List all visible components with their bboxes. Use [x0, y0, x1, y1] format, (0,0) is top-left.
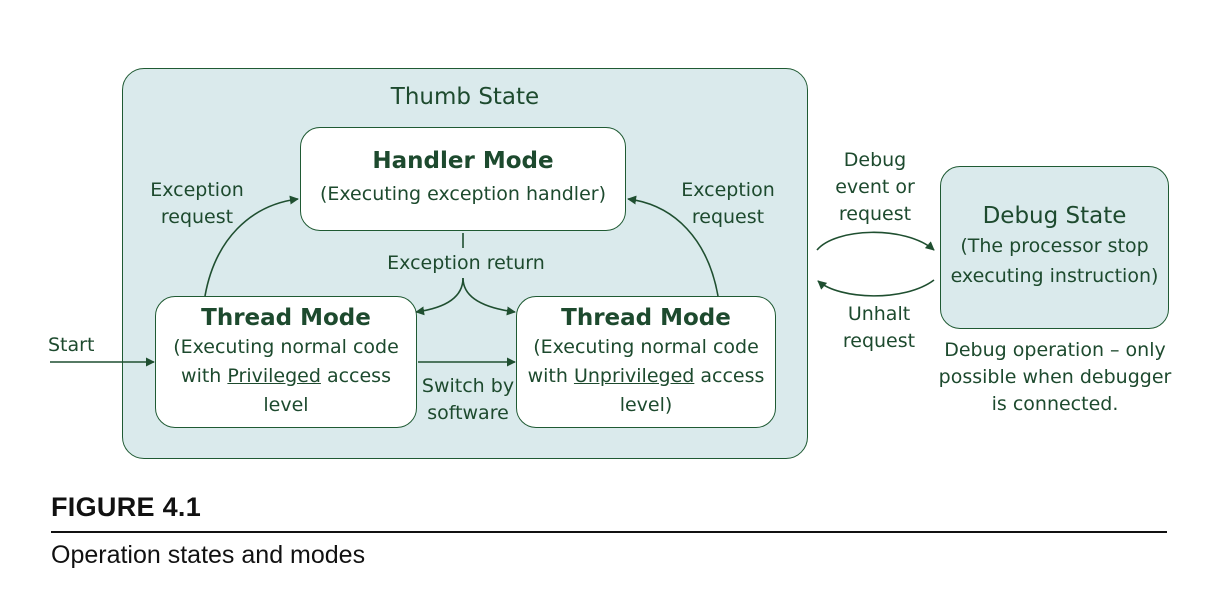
debug-state-title: Debug State [982, 203, 1127, 229]
thread-mode-privileged-line1: (Executing normal code [173, 336, 399, 358]
thumb-state-title: Thumb State [390, 84, 540, 110]
thread-mode-unprivileged-box: Thread Mode (Executing normal code with … [516, 296, 776, 428]
figure-label: FIGURE 4.1 [51, 492, 202, 522]
thread-mode-privileged-title: Thread Mode [201, 305, 371, 331]
thread-mode-unprivileged-line3: level) [619, 394, 673, 416]
thread-mode-unprivileged-line1: (Executing normal code [533, 336, 759, 358]
debug-state-line1: (The processor stop [960, 235, 1149, 257]
privileged-keyword: Privileged [227, 365, 321, 387]
handler-mode-title: Handler Mode [372, 148, 554, 174]
exception-return-label: Exception return [387, 252, 545, 274]
debug-event-label: Debug event or request [835, 149, 915, 225]
exception-request-left-label: Exception request [150, 179, 244, 228]
thread-mode-unprivileged-line2: with Unprivileged access [527, 365, 765, 387]
debug-state-line2: executing instruction) [950, 265, 1159, 287]
unhalt-arrow [817, 279, 935, 297]
unhalt-request-label: Unhalt request [842, 303, 916, 352]
switch-by-software-label: Switch by software [421, 375, 515, 424]
figure-caption: Operation states and modes [51, 541, 366, 569]
debug-state-box: Debug State (The processor stop executin… [940, 166, 1169, 329]
handler-mode-box: Handler Mode (Executing exception handle… [300, 127, 626, 231]
thread-mode-privileged-line3: level [263, 394, 309, 416]
unprivileged-keyword: Unprivileged [573, 365, 695, 387]
handler-mode-desc: (Executing exception handler) [319, 183, 606, 205]
figure-rule [51, 531, 1167, 533]
start-label: Start [48, 334, 95, 356]
debug-note-label: Debug operation – only possible when deb… [938, 339, 1172, 415]
exception-request-right-label: Exception request [681, 179, 775, 228]
debug-event-arrow [816, 231, 935, 251]
thread-mode-privileged-box: Thread Mode (Executing normal code with … [155, 296, 417, 428]
thread-mode-privileged-line2: with Privileged access [181, 365, 391, 387]
thread-mode-unprivileged-title: Thread Mode [561, 305, 731, 331]
